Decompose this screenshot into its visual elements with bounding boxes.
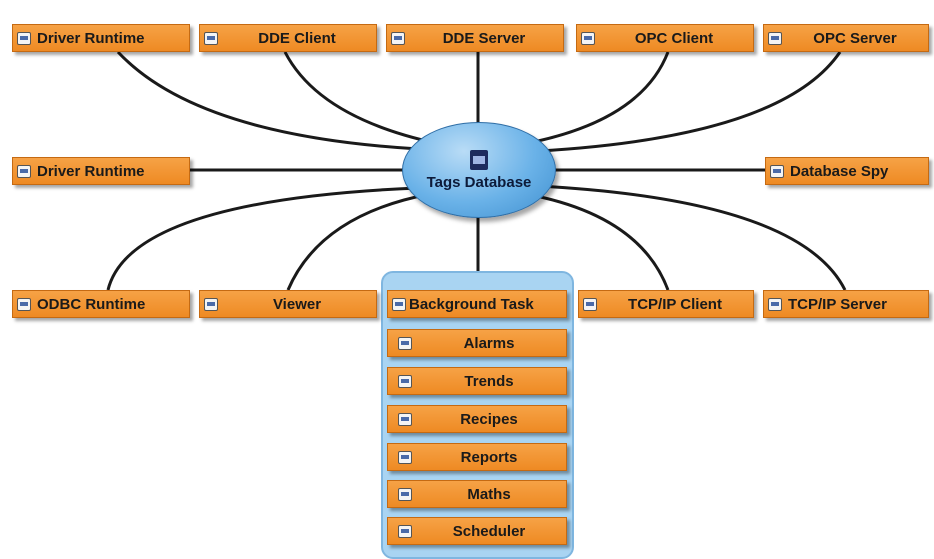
connector-tcpip-client [525, 192, 670, 291]
connector-odbc-runtime [106, 186, 419, 291]
connector-dde-client [283, 51, 446, 147]
tcpip-server-icon [768, 297, 782, 311]
viewer-box[interactable]: Viewer [199, 290, 377, 318]
box-label: Scheduler [452, 522, 526, 540]
dde-client-icon [204, 31, 218, 45]
trends-icon [398, 374, 412, 388]
recipes-box[interactable]: Recipes [387, 405, 567, 433]
alarms-icon [398, 336, 412, 350]
box-label: Background Task [409, 295, 534, 313]
box-label: Alarms [463, 334, 515, 352]
background-task-icon [392, 297, 406, 311]
odbc-runtime-box[interactable]: ODBC Runtime [12, 290, 190, 318]
database-spy-box[interactable]: Database Spy [765, 157, 929, 185]
dde-server-icon [391, 31, 405, 45]
driver-runtime-top-box[interactable]: Driver Runtime [12, 24, 190, 52]
trends-box[interactable]: Trends [387, 367, 567, 395]
reports-box[interactable]: Reports [387, 443, 567, 471]
box-label: Recipes [460, 410, 518, 428]
box-label: Driver Runtime [37, 29, 145, 47]
driver-runtime-middle-box[interactable]: Driver Runtime [12, 157, 190, 185]
maths-box[interactable]: Maths [387, 480, 567, 508]
box-label: Reports [460, 448, 518, 466]
background-task-box[interactable]: Background Task [387, 290, 567, 318]
box-label: Database Spy [790, 162, 889, 180]
connector-driver-runtime-top [116, 50, 441, 152]
box-label: ODBC Runtime [37, 295, 146, 313]
tcpip-client-box[interactable]: TCP/IP Client [578, 290, 754, 318]
maths-icon [398, 487, 412, 501]
opc-server-icon [768, 31, 782, 45]
dde-server-box[interactable]: DDE Server [386, 24, 564, 52]
scheduler-icon [398, 524, 412, 538]
box-label: Trends [464, 372, 514, 390]
dde-client-box[interactable]: DDE Client [199, 24, 377, 52]
opc-client-icon [581, 31, 595, 45]
tags-database-hub[interactable]: Tags Database [402, 122, 556, 218]
driver-icon [17, 164, 31, 178]
odbc-icon [17, 297, 31, 311]
scheduler-box[interactable]: Scheduler [387, 517, 567, 545]
box-label: Viewer [272, 295, 322, 313]
reports-icon [398, 450, 412, 464]
box-label: Maths [467, 485, 511, 503]
database-icon [470, 149, 488, 170]
opc-client-box[interactable]: OPC Client [576, 24, 754, 52]
box-label: Driver Runtime [37, 162, 145, 180]
driver-icon [17, 31, 31, 45]
alarms-box[interactable]: Alarms [387, 329, 567, 357]
box-label: TCP/IP Server [788, 295, 887, 313]
connector-opc-client [511, 51, 670, 148]
connector-opc-server [519, 51, 842, 154]
box-label: TCP/IP Client [628, 295, 722, 313]
tcpip-server-box[interactable]: TCP/IP Server [763, 290, 929, 318]
database-spy-icon [770, 164, 784, 178]
box-label: OPC Server [813, 29, 897, 47]
hub-label: Tags Database [426, 173, 532, 191]
connector-viewer [286, 192, 431, 291]
recipes-icon [398, 412, 412, 426]
box-label: OPC Client [634, 29, 714, 47]
opc-server-box[interactable]: OPC Server [763, 24, 929, 52]
viewer-icon [204, 297, 218, 311]
connector-tcpip-server [537, 184, 847, 291]
tcpip-client-icon [583, 297, 597, 311]
box-label: DDE Server [442, 29, 526, 47]
box-label: DDE Client [258, 29, 336, 47]
